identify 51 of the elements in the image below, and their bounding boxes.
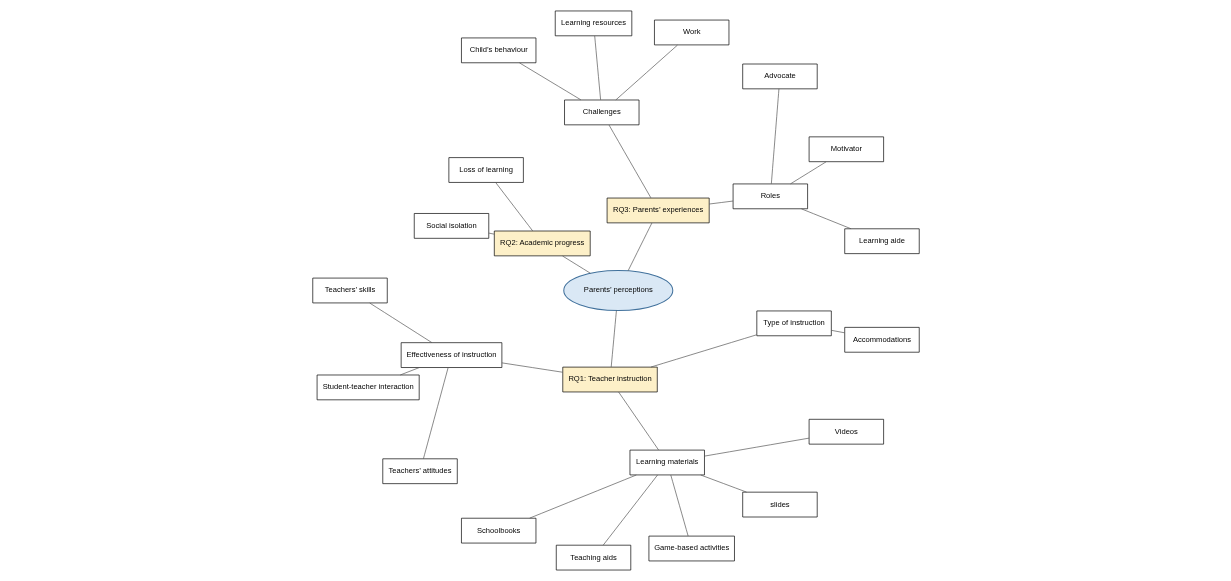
node-box: Videos xyxy=(808,418,884,445)
node-ellipse: Parents’ perceptions xyxy=(562,269,673,312)
connector xyxy=(501,362,563,373)
connector xyxy=(703,437,809,457)
connector xyxy=(368,302,432,343)
node-box: RQ1: Teacher instruction xyxy=(561,366,658,393)
connector xyxy=(399,367,420,376)
connector xyxy=(422,367,448,460)
connector xyxy=(602,474,658,546)
node-box: Accommodations xyxy=(843,327,920,353)
connector xyxy=(770,88,779,185)
node-box: Effectiveness of instruction xyxy=(400,342,502,368)
node-box: Roles xyxy=(732,183,808,210)
node-box: Child’s behaviour xyxy=(460,37,536,64)
node-box: Teachers’ skills xyxy=(311,277,388,304)
node-box: Learning materials xyxy=(629,449,705,476)
node-box: Loss of learning xyxy=(448,157,524,183)
connector xyxy=(627,222,652,272)
node-box: Type of instruction xyxy=(755,310,832,337)
node-box: Teaching aids xyxy=(555,544,631,571)
connector xyxy=(699,474,747,493)
node-box: Teachers’ attitudes xyxy=(381,458,458,484)
connector xyxy=(617,391,659,451)
connector xyxy=(518,62,581,101)
node-box: Advocate xyxy=(741,63,818,90)
connector xyxy=(608,124,651,199)
node-box: Work xyxy=(653,19,729,46)
node-box: Schoolbooks xyxy=(460,517,536,544)
connector xyxy=(669,474,688,537)
connector xyxy=(615,44,678,101)
node-box: Social isolation xyxy=(413,213,489,239)
connector xyxy=(830,330,845,334)
node-box: Game-based activities xyxy=(648,535,735,562)
node-box: slides xyxy=(741,491,818,518)
node-box: Motivator xyxy=(808,136,884,163)
connector xyxy=(494,182,533,232)
connector xyxy=(650,334,757,368)
connector xyxy=(561,255,591,274)
node-box: Student-teacher interaction xyxy=(316,374,420,401)
connector xyxy=(528,474,637,519)
connector xyxy=(800,208,851,230)
connector xyxy=(789,161,826,185)
node-box: RQ3: Parents’ experiences xyxy=(606,197,710,224)
node-box: RQ2: Academic progress xyxy=(493,230,591,257)
connector xyxy=(610,310,617,368)
node-box: Challenges xyxy=(563,99,639,126)
node-box: Learning resources xyxy=(554,10,632,37)
connector xyxy=(593,35,601,101)
connector xyxy=(488,232,495,235)
connector xyxy=(708,200,733,205)
node-box: Learning aide xyxy=(843,228,920,254)
